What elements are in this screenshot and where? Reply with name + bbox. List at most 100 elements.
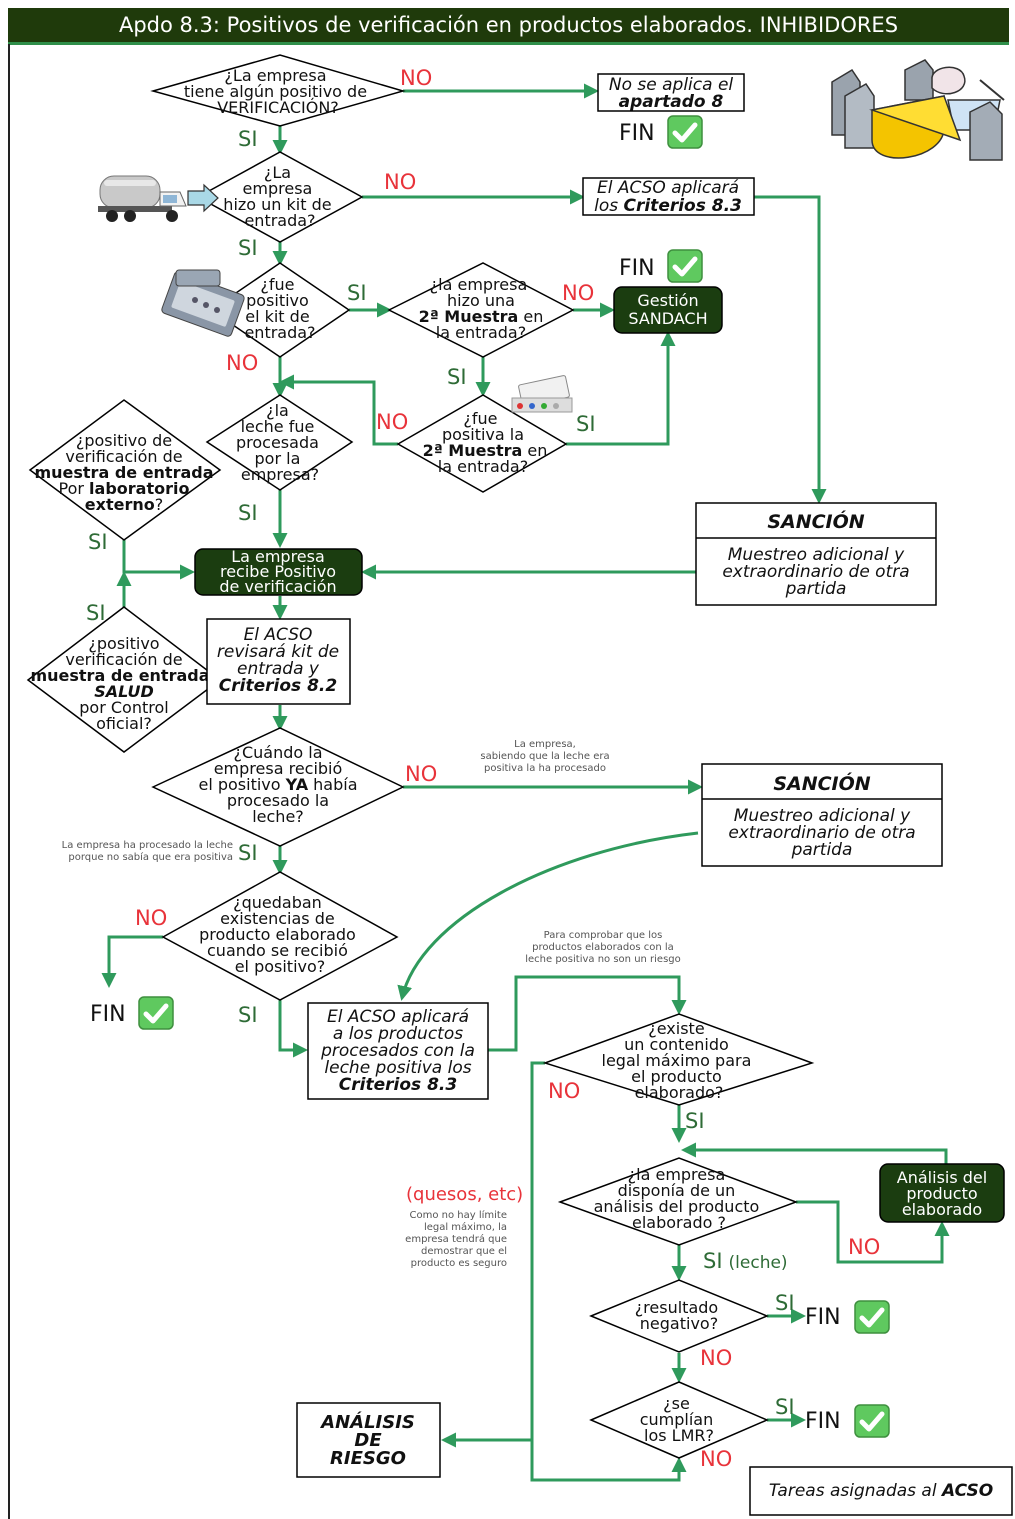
svg-text:2ª Muestra en: 2ª Muestra en <box>423 441 548 460</box>
d7-line2: empresa recibió <box>214 759 343 778</box>
box-sancion-2: SANCIÓN Muestreo adicional y extraordina… <box>701 763 943 867</box>
ext-line5a: externo <box>85 495 155 514</box>
svg-text:el positivo YA había: el positivo YA había <box>198 775 357 794</box>
d3-line1: ¿fue <box>260 275 294 294</box>
svg-text:¿la leche fue proc: ¿la leche fue procesada por la empresa? <box>236 401 324 484</box>
label-no-d10: NO <box>848 1235 880 1259</box>
edge-d10-no <box>796 1200 950 1264</box>
d2-line2: empresa <box>243 179 313 198</box>
acso82-line4: Criterios 8.2 <box>219 676 337 696</box>
d10-line4: elaborado ? <box>632 1213 726 1232</box>
d5-line3b: en <box>522 441 547 460</box>
no-aplica-line2: apartado 8 <box>619 92 724 112</box>
d1-line3: VERIFICACIÓN? <box>217 98 339 117</box>
salud-line4: SALUD <box>94 682 154 701</box>
d7-line3b: YA <box>285 775 309 794</box>
svg-text:SI(leche): SI (leche) <box>703 1249 788 1273</box>
decision-tiene-positivo: ¿La empresa tiene algún positivo de VERI… <box>150 54 406 127</box>
label-no-d9: NO <box>548 1079 580 1103</box>
svg-text:¿se cumplían los L: ¿se cumplían los LMR? <box>640 1394 719 1445</box>
acso82-line2: revisará kit de <box>217 642 339 662</box>
edge-d8-no <box>101 935 163 988</box>
d2-line4: entrada? <box>244 211 315 230</box>
connectors <box>101 83 950 1482</box>
d5-line3: 2ª Muestra <box>423 441 523 460</box>
label-si-d5: SI <box>576 412 596 436</box>
note-comprobar-3: leche positiva no son un riesgo <box>525 954 681 965</box>
label-leche: (leche) <box>729 1253 788 1273</box>
label-no-d1: NO <box>400 66 432 90</box>
d4-line1: ¿la empresa <box>430 275 528 294</box>
d6-line4: por la <box>255 449 301 468</box>
note-comprobar-1: Para comprobar que los <box>544 930 663 941</box>
note-comprobar: Para comprobar que los productos elabora… <box>525 930 681 965</box>
label-si-d10: SI <box>703 1249 723 1273</box>
fin-1-label: FIN <box>619 121 655 146</box>
svg-text:Por laboratorio: Por laboratorio <box>59 479 190 498</box>
sancion1-line1: Muestreo adicional y <box>728 545 905 565</box>
sandach-line2: SANDACH <box>628 309 707 328</box>
decision-resultado-negativo: ¿resultado negativo? <box>589 1279 769 1353</box>
d6-line2: leche fue <box>241 417 315 436</box>
ext-line4a: Por <box>59 479 90 498</box>
d4-line3b: en <box>518 307 543 326</box>
label-si-d4: SI <box>447 365 467 389</box>
label-si-d1: SI <box>238 127 258 151</box>
note-sabiendo-3: positiva la ha procesado <box>484 763 606 774</box>
decision-ya-procesado: ¿Cuándo la empresa recibió el positivo Y… <box>151 727 405 847</box>
box-acso-productos: El ACSO aplicará a los productos procesa… <box>307 1002 489 1100</box>
note-sabiendo-2: sabiendo que la leche era <box>480 751 609 762</box>
acsoprod-line1: El ACSO aplicará <box>327 1007 469 1027</box>
label-quesos: (quesos, etc) <box>406 1184 523 1205</box>
d10-line2: disponía de un <box>618 1181 736 1200</box>
fin-5: FIN <box>805 1405 889 1437</box>
edge-d9-no <box>530 1061 687 1482</box>
ext-line3: muestra de entrada <box>34 463 213 482</box>
legend-box: Tareas asignadas al ACSO <box>749 1466 1013 1516</box>
d5-line2: positiva la <box>442 425 524 444</box>
note-sabiendo-1: La empresa, <box>514 739 576 750</box>
acso82-line3: entrada y <box>237 659 320 679</box>
recibe-line3: de verificación <box>219 577 336 596</box>
acsoprod-line5: Criterios 8.3 <box>339 1075 457 1095</box>
d9-line2: un contenido <box>624 1035 729 1054</box>
ext-line5b: ? <box>155 495 164 514</box>
ext-line4b: laboratorio <box>89 479 189 498</box>
d6-line3: procesada <box>236 433 319 452</box>
decision-contenido-legal: ¿existe un contenido legal máximo para e… <box>542 1013 815 1106</box>
d7-line5: leche? <box>252 807 304 826</box>
box-empresa-recibe-positivo: La empresa recibe Positivo de verificaci… <box>194 547 363 596</box>
note-sinlimite-3: empresa tendrá que <box>405 1233 507 1245</box>
d12-line3: los LMR? <box>644 1426 714 1445</box>
salud-line1: ¿positivo <box>88 634 159 653</box>
decision-salud-control-oficial: ¿positivo verificación de muestra de ent… <box>26 606 222 753</box>
label-si-ext: SI <box>88 530 108 554</box>
label-no-d2: NO <box>384 170 416 194</box>
fin-2-label: FIN <box>619 256 655 281</box>
d3-line2: positivo <box>246 291 309 310</box>
legend-acso: ACSO <box>940 1481 993 1501</box>
decision-kit-entrada: ¿La empresa hizo un kit de entrada? <box>196 151 364 243</box>
fin-4: FIN <box>805 1301 889 1333</box>
acsoprod-line4: leche positiva los <box>324 1058 471 1078</box>
label-si-d11: SI <box>775 1291 795 1315</box>
svg-text:¿fue positivo el k: ¿fue positivo el kit de entrada? <box>244 275 315 342</box>
label-si-d6: SI <box>238 501 258 525</box>
edge-analisis-back <box>681 1142 948 1164</box>
acso83-line1: El ACSO aplicará <box>597 178 739 198</box>
decision-segunda-muestra: ¿la empresa hizo una 2ª Muestra en la en… <box>387 262 575 358</box>
svg-text:2ª Muestra en: 2ª Muestra en <box>419 307 544 326</box>
ext-line2: verificación de <box>65 447 182 466</box>
svg-text:¿La empresa tiene algún: ¿La empresa tiene algún positivo de VERI… <box>184 66 372 117</box>
analisis-line2: producto <box>906 1184 977 1203</box>
edge-acso83-sancion <box>754 195 827 504</box>
note-sin-limite: Como no hay límite legal máximo, la empr… <box>405 1209 507 1269</box>
acso82-line1: El ACSO <box>244 625 313 645</box>
box-acso-criterios-82: El ACSO revisará kit de entrada y Criter… <box>206 618 351 705</box>
salud-line5: por Control <box>79 698 168 717</box>
acsoprod-line3: procesados con la <box>320 1041 475 1061</box>
d4-line3: 2ª Muestra <box>419 307 519 326</box>
edge-d5-si <box>566 331 676 446</box>
acso83-line2: los <box>594 196 623 216</box>
